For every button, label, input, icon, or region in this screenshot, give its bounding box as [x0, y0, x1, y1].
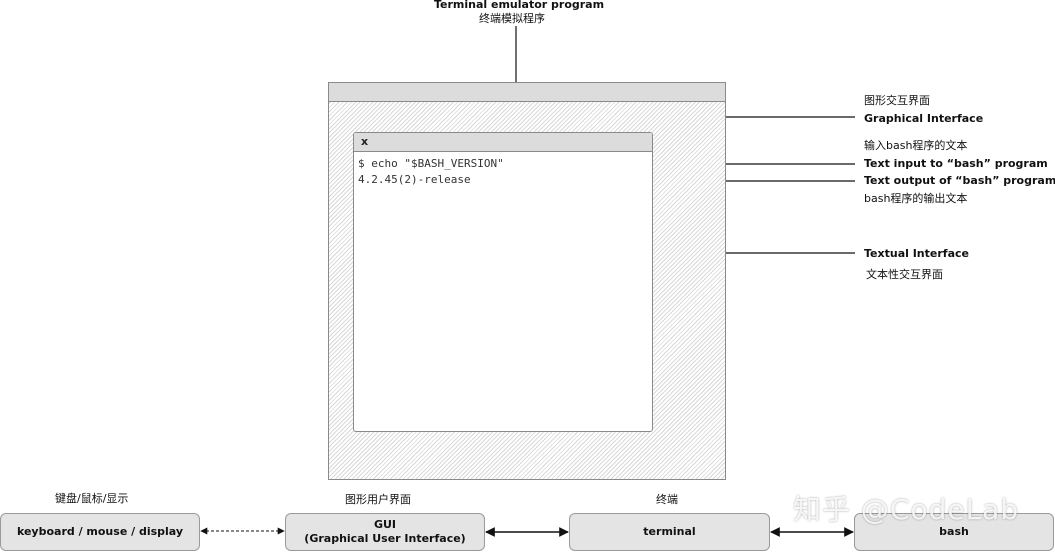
top-label-zh: 终端模拟程序 — [479, 12, 545, 25]
close-icon[interactable]: x — [361, 135, 369, 148]
watermark: 知乎 @CodeLab — [793, 493, 1020, 526]
terminal-titlebar[interactable]: x — [354, 133, 652, 152]
annotation-input-en: Text input to “bash” program — [864, 157, 1048, 170]
keyboard-caption: 键盘/鼠标/显示 — [55, 492, 129, 505]
top-label-en: Terminal emulator program — [434, 0, 605, 11]
outer-window-titlebar[interactable] — [329, 83, 725, 102]
annotation-output-zh: bash程序的输出文本 — [864, 192, 968, 205]
annotation-tui-en: Textual Interface — [864, 247, 969, 260]
bash-node[interactable]: bash — [854, 513, 1054, 551]
annotation-gui-zh: 图形交互界面 — [864, 94, 930, 107]
terminal-window[interactable]: x $ echo "$BASH_VERSION" 4.2.45(2)-relea… — [353, 132, 653, 432]
terminal-node[interactable]: terminal — [569, 513, 770, 551]
annotation-input-zh: 输入bash程序的文本 — [864, 139, 968, 152]
terminal-caption: 终端 — [656, 493, 678, 506]
gui-caption: 图形用户界面 — [345, 493, 411, 506]
terminal-output-line: 4.2.45(2)-release — [358, 173, 471, 186]
gui-node[interactable]: GUI (Graphical User Interface) — [285, 513, 485, 551]
annotation-output-en: Text output of “bash” program — [864, 174, 1055, 187]
keyboard-node[interactable]: keyboard / mouse / display — [0, 513, 200, 551]
annotation-tui-zh: 文本性交互界面 — [866, 268, 943, 281]
terminal-node-label: terminal — [643, 525, 696, 538]
terminal-input-line: $ echo "$BASH_VERSION" — [358, 157, 504, 170]
annotation-gui-en: Graphical Interface — [864, 112, 984, 125]
gui-node-line2: (Graphical User Interface) — [304, 532, 466, 545]
gui-node-line1: GUI — [373, 518, 397, 531]
keyboard-node-label: keyboard / mouse / display — [16, 525, 184, 538]
bash-node-label: bash — [939, 525, 969, 538]
